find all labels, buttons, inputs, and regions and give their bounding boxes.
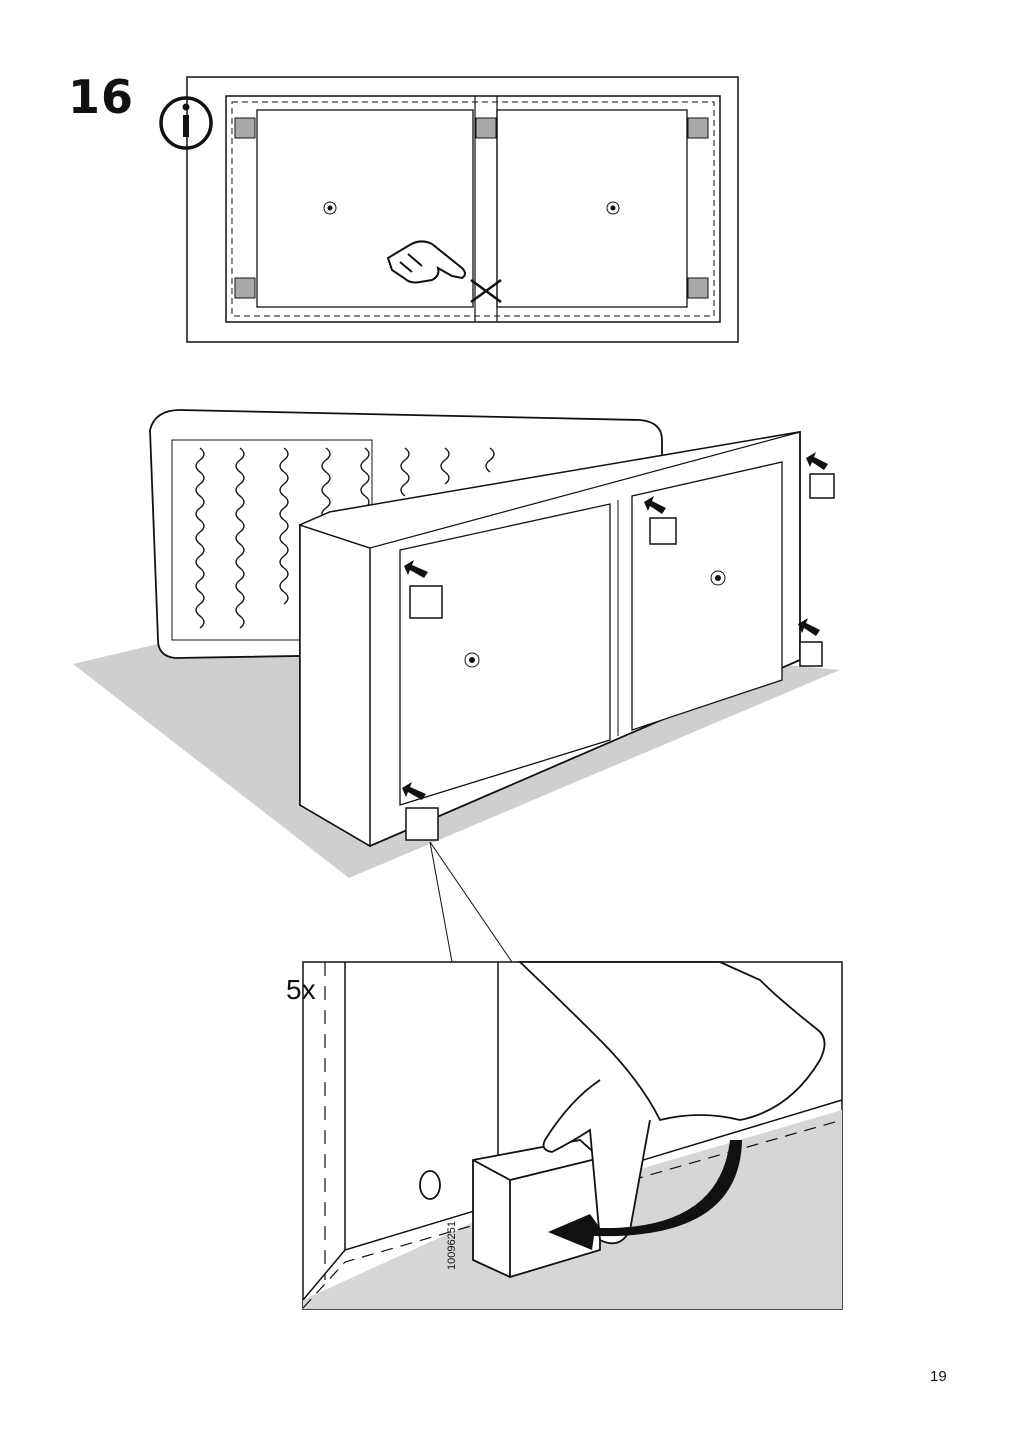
hand-icon [386,240,466,284]
quantity-label: 5x [286,974,316,1005]
foot-pad [234,117,709,299]
hand-icon [517,961,826,1245]
rotate-arrow-icon [548,1140,742,1250]
foot-pad-detail [472,1139,601,1278]
step-number: 16 [68,70,135,124]
part-code: 10096251 [446,1221,458,1270]
page-number: 19 [930,1368,947,1385]
arrow-icon [402,452,828,800]
overview-panel [159,76,739,343]
no-pad-mark [470,278,502,304]
foot-pad-markers [405,473,835,841]
detail-panel [302,961,843,1310]
sofa-illustration [73,409,840,963]
info-icon [159,96,213,150]
